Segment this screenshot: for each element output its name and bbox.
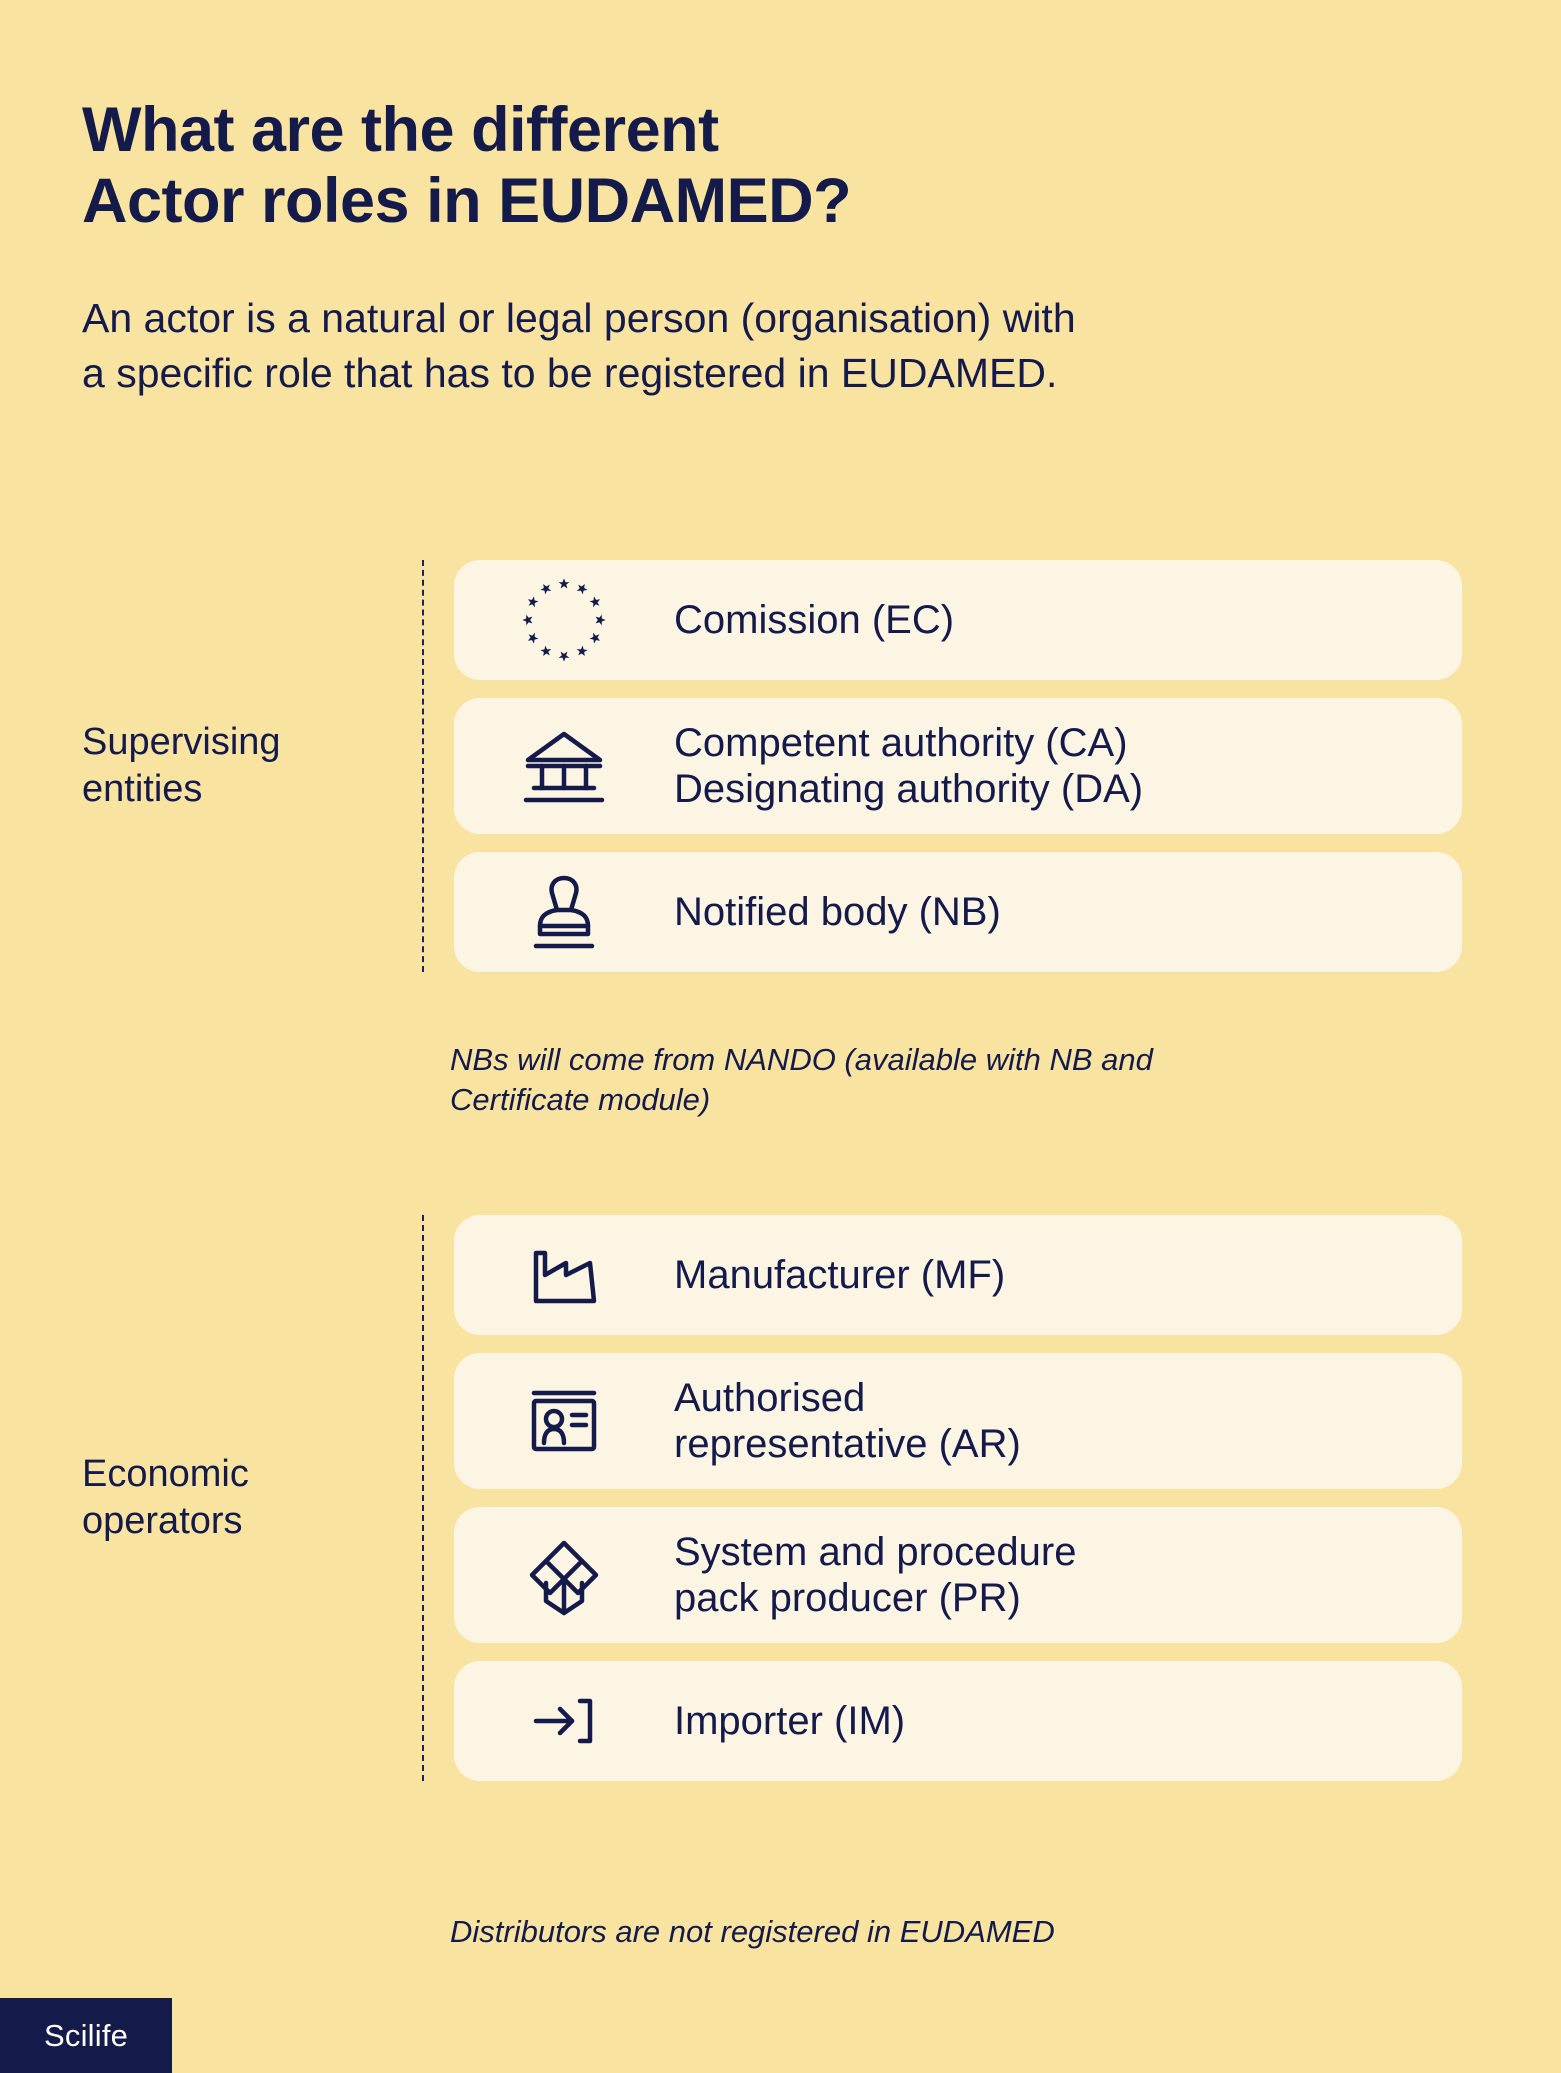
page-subtitle: An actor is a natural or legal person (o… — [82, 295, 1076, 396]
actor-card-manufacturer[interactable]: Manufacturer (MF) — [454, 1215, 1462, 1335]
page-title: What are the different Actor roles in EU… — [82, 95, 852, 236]
group-economic-operators: Economic operators Manufacturer (MF) — [82, 1215, 1462, 1781]
open-box-icon — [454, 1523, 674, 1627]
actor-label-commission: Comission (EC) — [674, 597, 955, 642]
eu-stars-icon — [454, 570, 674, 670]
header: What are the different Actor roles in EU… — [82, 95, 1402, 400]
actor-label-competent-authority: Competent authority (CA) Designating aut… — [674, 720, 1144, 811]
scilife-logo: Scilife — [0, 1998, 172, 2073]
rubber-stamp-icon — [454, 862, 674, 962]
import-arrow-icon — [454, 1671, 674, 1771]
scilife-logo-label: Scilife — [44, 2017, 129, 2053]
group-body-economic: Manufacturer (MF) Authorised representat… — [426, 1215, 1462, 1781]
group-body-supervising: Comission (EC) Competent authority (CA) … — [426, 560, 1462, 972]
actor-label-manufacturer: Manufacturer (MF) — [674, 1252, 1006, 1297]
actor-label-notified-body: Notified body (NB) — [674, 889, 1001, 934]
id-card-icon — [454, 1371, 674, 1471]
actor-label-authorised-representative: Authorised representative (AR) — [674, 1375, 1021, 1466]
group-label-supervising: Supervising entities — [82, 720, 281, 811]
note-distributors: Distributors are not registered in EUDAM… — [450, 1914, 1055, 1949]
actor-card-commission[interactable]: Comission (EC) — [454, 560, 1462, 680]
group-supervising-entities: Supervising entities — [82, 560, 1462, 972]
bank-building-icon — [454, 714, 674, 818]
factory-icon — [454, 1225, 674, 1325]
group-divider-economic — [422, 1215, 426, 1781]
actor-label-importer: Importer (IM) — [674, 1698, 906, 1743]
actor-card-notified-body[interactable]: Notified body (NB) — [454, 852, 1462, 972]
note-nando: NBs will come from NANDO (available with… — [450, 1042, 1153, 1117]
actor-card-authorised-representative[interactable]: Authorised representative (AR) — [454, 1353, 1462, 1489]
actor-card-importer[interactable]: Importer (IM) — [454, 1661, 1462, 1781]
actor-label-pack-producer: System and procedure pack producer (PR) — [674, 1529, 1077, 1620]
actor-card-pack-producer[interactable]: System and procedure pack producer (PR) — [454, 1507, 1462, 1643]
group-label-economic: Economic operators — [82, 1452, 249, 1543]
actor-card-competent-authority[interactable]: Competent authority (CA) Designating aut… — [454, 698, 1462, 834]
group-divider-supervising — [422, 560, 426, 972]
